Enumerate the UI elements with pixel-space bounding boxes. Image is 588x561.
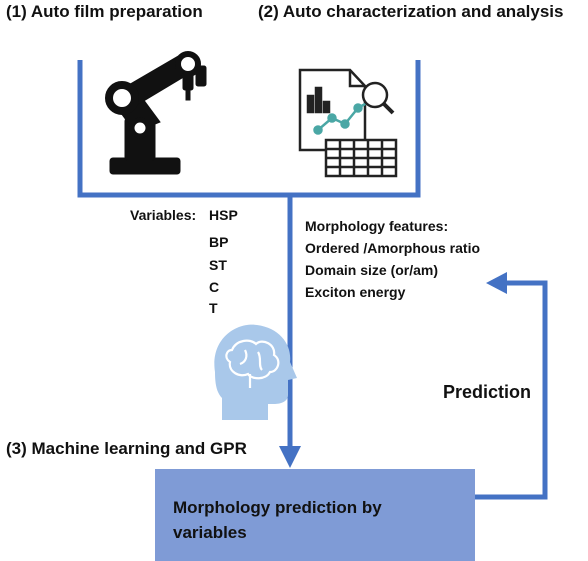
variable-item: ST bbox=[209, 257, 227, 273]
brain-head-icon bbox=[214, 324, 297, 420]
bracket-line bbox=[77, 60, 421, 198]
step-3-label: (3) Machine learning and GPR bbox=[6, 439, 247, 458]
feature-item: Ordered /Amorphous ratio bbox=[305, 240, 481, 256]
process-bracket bbox=[77, 60, 548, 500]
robot-arm-icon bbox=[105, 51, 207, 175]
feature-item: Domain size (or/am) bbox=[305, 262, 439, 278]
step-1-label: (1) Auto film preparation bbox=[6, 2, 203, 21]
variable-item: C bbox=[209, 279, 220, 295]
feedback-arrowhead bbox=[486, 272, 507, 294]
variable-item: BP bbox=[209, 234, 229, 250]
prediction-box-text: Morphology prediction by variables bbox=[173, 498, 382, 542]
prediction-box: Morphology prediction by variables bbox=[155, 469, 475, 561]
variables-heading: Variables: bbox=[130, 207, 197, 223]
chart-analysis-icon bbox=[298, 68, 398, 178]
prediction-label: Prediction bbox=[443, 382, 532, 402]
variable-item: HSP bbox=[209, 207, 238, 223]
down-arrowhead bbox=[279, 446, 301, 468]
step-2-label: (2) Auto characterization and analysis bbox=[258, 2, 564, 21]
features-heading: Morphology features: bbox=[305, 218, 449, 234]
feature-item: Exciton energy bbox=[305, 284, 406, 300]
variable-item: T bbox=[209, 300, 218, 316]
feedback-arrow-shaft bbox=[475, 280, 548, 500]
